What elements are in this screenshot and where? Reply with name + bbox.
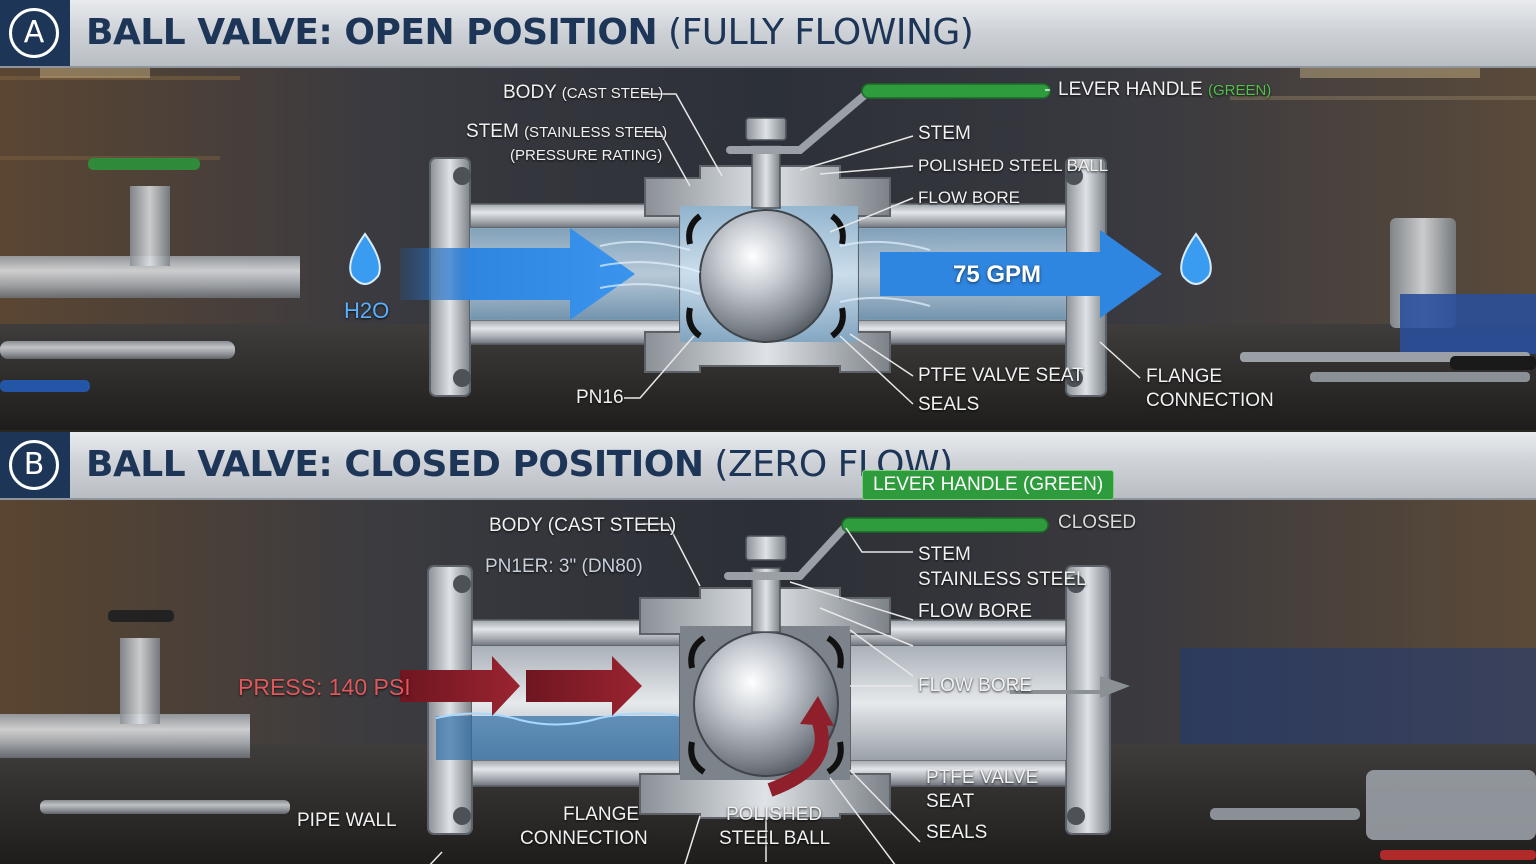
panel-title: BALL VALVE: CLOSED POSITION (ZERO FLOW) [86,442,953,488]
stem-nut [745,535,787,561]
water-drop-icon [349,232,381,285]
label-body: BODY (CAST STEEL) [489,515,677,536]
label-seals: SEALS [926,822,988,843]
label-lever-text: LEVER HANDLE [1058,79,1203,100]
panel-closed-position: B BALL VALVE: CLOSED POSITION (ZERO FLOW… [0,432,1536,864]
badge-letter: B [9,440,59,490]
panel-title: BALL VALVE: OPEN POSITION (FULLY FLOWING… [86,10,974,56]
label-body-text: BODY [503,82,557,103]
pressure-arrow-1 [400,656,520,716]
label-flange-2: CONNECTION [1146,390,1274,411]
label-ball-2: STEEL BALL [719,828,831,849]
label-lever-handle: LEVER HANDLE (GREEN) [1058,79,1271,102]
label-ptfe-seat: PTFE VALVE SEAT [918,365,1084,386]
header-bar: B BALL VALVE: CLOSED POSITION (ZERO FLOW… [0,432,1536,500]
flow-arrow-in [400,228,635,320]
pressure-arrow-2 [526,656,642,716]
label-stem-left-sub: (STAINLESS STEEL) [524,124,668,141]
badge-a: A [0,0,70,66]
label-ball-1: POLISHED [726,804,823,825]
label-body-sub: (CAST STEEL) [561,85,664,102]
lever-handle-green [861,83,1051,99]
label-lever-handle: LEVER HANDLE (GREEN) [862,470,1115,500]
label-stem-left: STEM (STAINLESS STEEL) [466,121,667,144]
label-flange-1: FLANGE [563,804,640,825]
label-stem: STEM [918,544,971,565]
label-pressure: PRESS: 140 PSI [238,674,411,700]
label-pn16: PN16 [576,387,624,408]
leader-lines [624,89,1141,405]
label-pipe-wall: PIPE WALL [297,810,397,831]
header-bar: A BALL VALVE: OPEN POSITION (FULLY FLOWI… [0,0,1536,68]
label-stem: STEM [918,123,971,144]
trapped-water [436,716,706,760]
rotation-arrow [767,717,829,797]
label-polished-ball: POLISHED STEEL BALL [918,156,1109,175]
label-flow-rate: 75 GPM [953,261,1042,288]
label-size: PN1ER: 3" (DN80) [485,556,643,577]
stem [751,145,781,209]
label-pressure-rating-text: (PRESSURE RATING) [510,147,663,164]
label-seals: SEALS [918,394,980,415]
badge-letter: A [9,8,59,58]
label-flow-bore-top: FLOW BORE [918,601,1033,622]
valve-cross-section-open [349,83,1212,405]
title-main: BALL VALVE: OPEN POSITION [86,12,658,53]
label-flange-2: CONNECTION [520,828,648,849]
label-flow-bore: FLOW BORE [918,188,1021,207]
label-ptfe-2: SEAT [926,791,975,812]
label-body: BODY (CAST STEEL) [503,82,663,105]
steel-ball [699,209,833,343]
label-flow-bore-mid: FLOW BORE [918,675,1033,696]
panel-open-position: A BALL VALVE: OPEN POSITION (FULLY FLOWI… [0,0,1536,430]
stem-nut [745,117,787,141]
label-ptfe-1: PTFE VALVE [926,767,1039,788]
right-flange [1065,565,1111,835]
label-pressure-rating: (PRESSURE RATING) [510,144,662,167]
label-flange-1: FLANGE [1146,366,1223,387]
lever-handle-green [841,517,1049,533]
flow-arrow-out [880,230,1162,318]
label-closed: CLOSED [1058,512,1137,533]
valve-cross-section-closed [400,517,1130,864]
title-main: BALL VALVE: CLOSED POSITION [86,444,704,485]
badge-b: B [0,432,70,498]
leader-lines [429,523,921,864]
label-h2o: H2O [344,298,390,323]
label-stainless: STAINLESS STEEL [918,569,1087,590]
water-drop-icon [1180,232,1212,285]
downstream-arrow [1010,676,1130,698]
title-sub: (FULLY FLOWING) [668,12,974,53]
label-lever-sub: (GREEN) [1207,82,1272,99]
label-stem-left-text: STEM [466,121,519,142]
